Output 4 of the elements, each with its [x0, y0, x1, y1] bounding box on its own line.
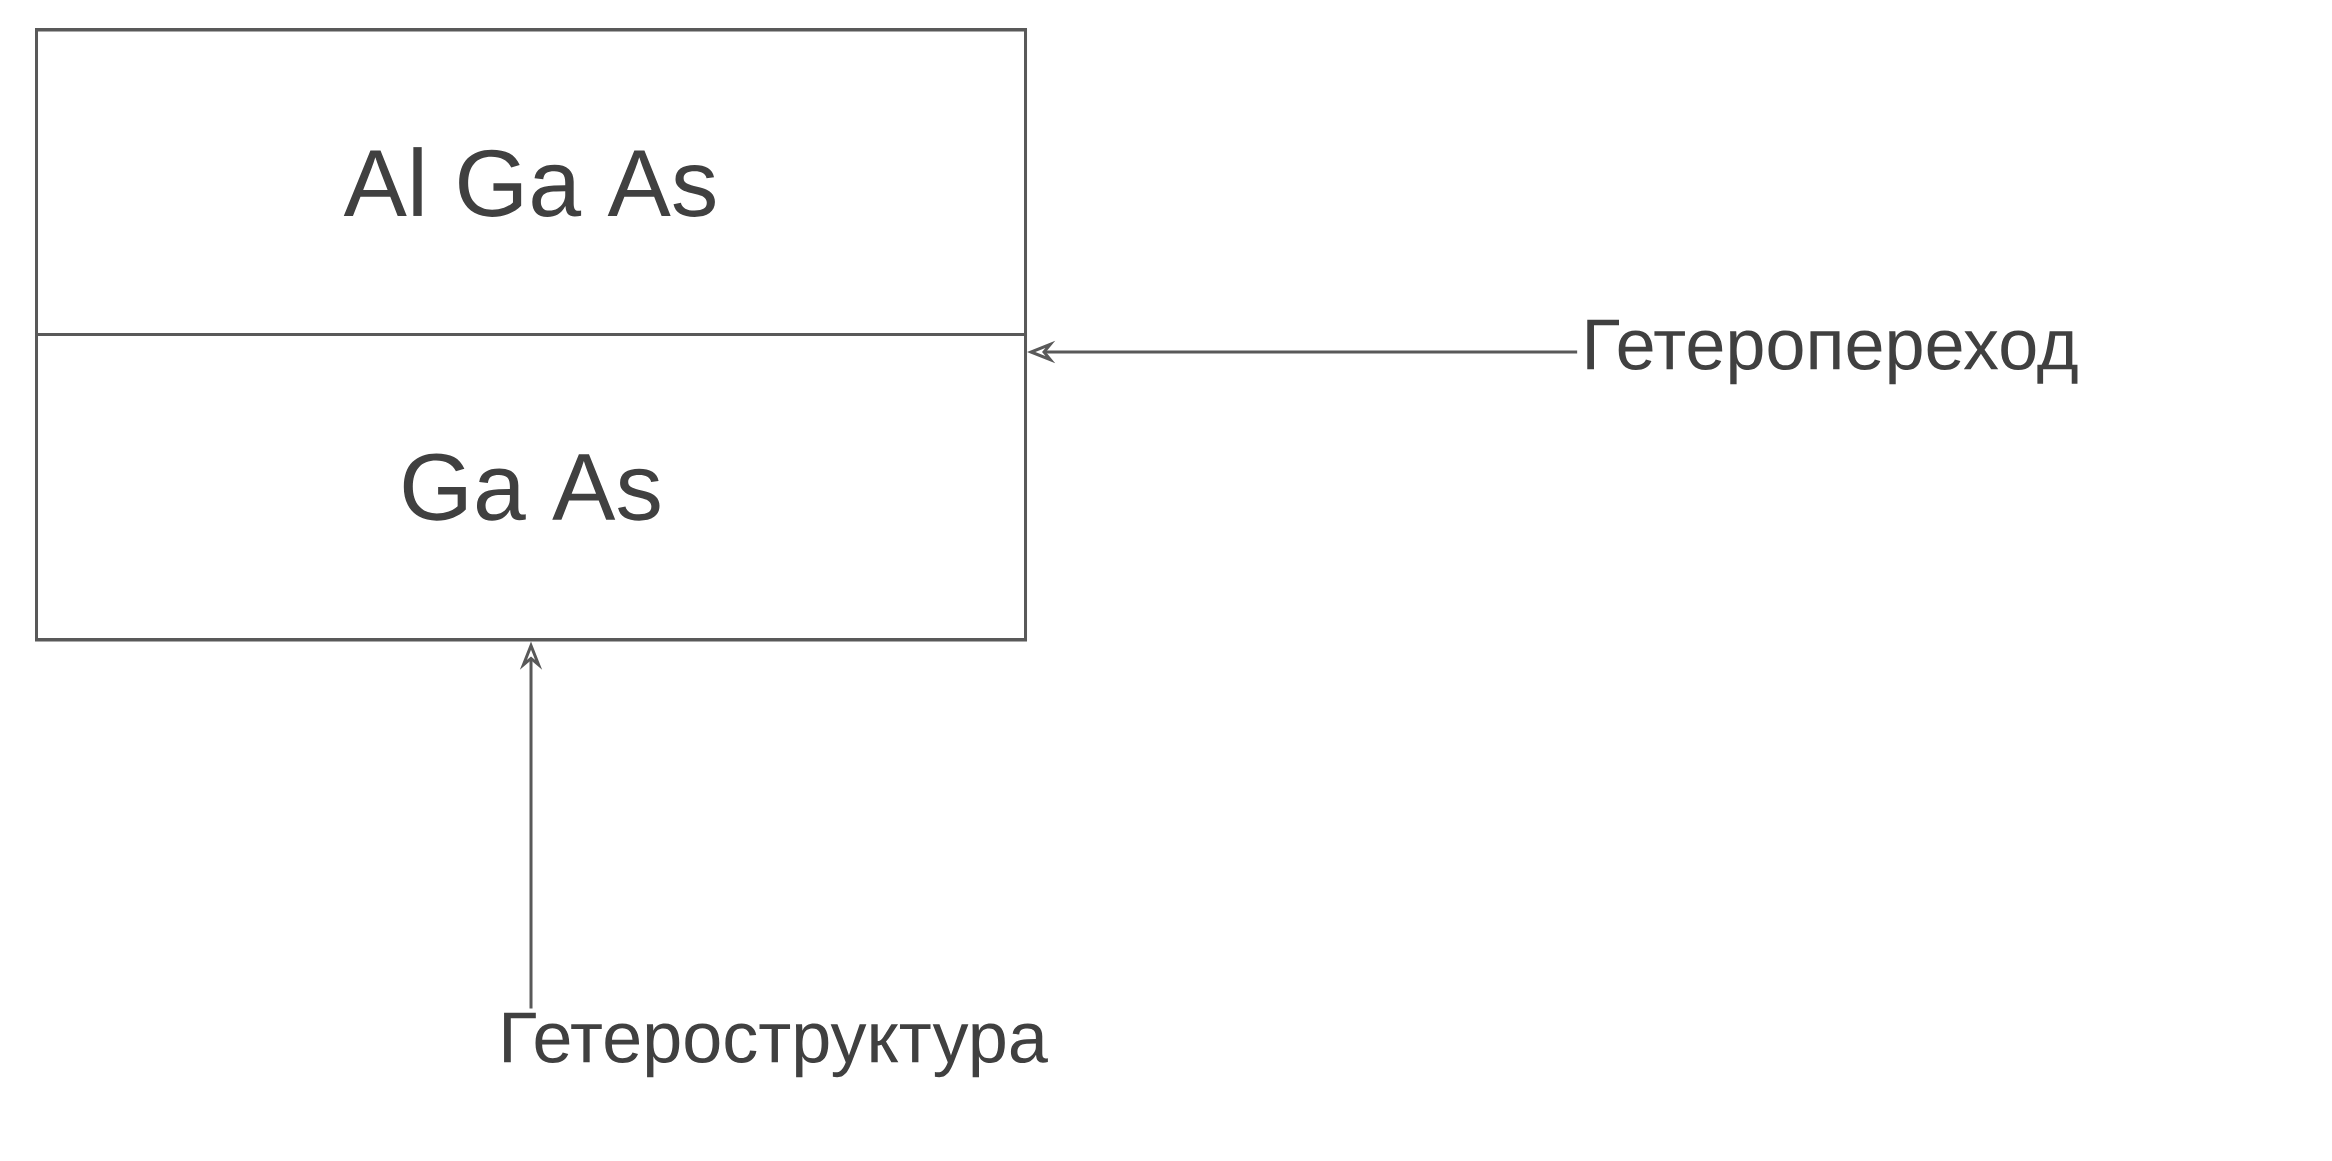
label-text: Гетеропереход: [1587, 319, 2078, 385]
layer-box: Ga As: [35, 333, 1027, 641]
layer-box: Al Ga As: [35, 28, 1027, 336]
label-text: Гетероструктура: [504, 1012, 1048, 1078]
